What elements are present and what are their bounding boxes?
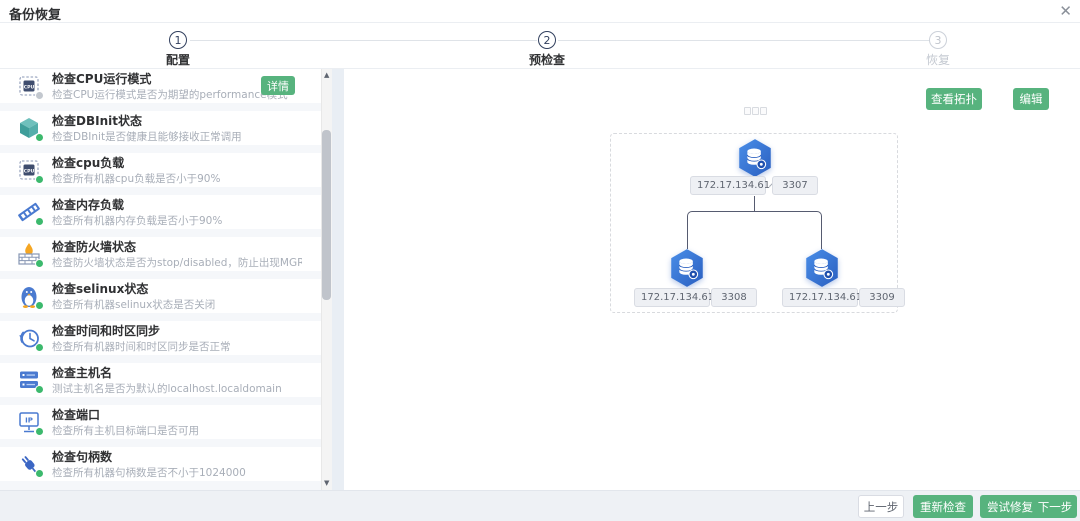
check-list: CPU 检查CPU运行模式 检查CPU运行模式是否为期望的performance…: [0, 69, 321, 490]
status-dot: [35, 301, 44, 310]
status-dot: [35, 217, 44, 226]
check-item-desc: 检查防火墙状态是否为stop/disabled，防止出现MGR内部通信问题: [52, 257, 302, 269]
step-3-label: 恢复: [925, 53, 950, 67]
status-dot: [35, 259, 44, 268]
scrollbar-thumb[interactable]: [322, 130, 331, 300]
check-item-title: 检查句柄数: [52, 450, 113, 464]
close-icon[interactable]: ✕: [1059, 2, 1072, 20]
check-item-selinux[interactable]: 检查selinux状态 检查所有机器selinux状态是否关闭: [0, 279, 321, 313]
svg-text:IP: IP: [25, 417, 33, 425]
check-item-memory-load[interactable]: 检查内存负载 检查所有机器内存负载是否小于90%: [0, 195, 321, 229]
check-item-cpu-load[interactable]: CPU 检查cpu负载 检查所有机器cpu负载是否小于90%: [0, 153, 321, 187]
step-2-label: 预检查: [528, 53, 565, 67]
scroll-up-icon[interactable]: ▲: [324, 71, 330, 79]
step-1-label: 配置: [165, 53, 190, 67]
check-item-title: 检查时间和时区同步: [52, 324, 161, 338]
database-node-icon[interactable]: [669, 248, 705, 288]
edit-button[interactable]: 编辑: [1013, 88, 1049, 110]
status-dot: [35, 427, 44, 436]
node-ip-select[interactable]: 172.17.134.61: [782, 288, 866, 307]
node-ip-value: 172.17.134.61: [641, 292, 715, 303]
status-dot: [35, 91, 44, 100]
server-icon: [16, 367, 44, 394]
check-item-title: 检查selinux状态: [52, 282, 149, 296]
footer-bar: 上一步 重新检查 尝试修复 下一步: [0, 490, 1080, 521]
node-ip-select[interactable]: 172.17.134.61: [634, 288, 718, 307]
time-sync-icon: [16, 325, 44, 352]
prev-step-button[interactable]: 上一步: [858, 495, 904, 518]
check-item-title: 检查CPU运行模式: [52, 72, 152, 86]
topology-connector: [754, 196, 755, 211]
page-title: 备份恢复: [9, 8, 62, 23]
step-connector-2: [558, 40, 930, 41]
cube-icon: [16, 115, 44, 142]
check-item-desc: 检查所有主机目标端口是否可用: [52, 425, 199, 437]
plug-icon: [16, 451, 44, 478]
check-item-dbinit[interactable]: 检查DBInit状态 检查DBInit是否健康且能够接收正常调用: [0, 111, 321, 145]
node-ip-value: 172.17.134.61: [697, 180, 771, 191]
port-icon: IP: [16, 409, 44, 436]
check-item-title: 检查cpu负载: [52, 156, 125, 170]
check-item-desc: 检查DBInit是否健康且能够接收正常调用: [52, 131, 242, 143]
panel-divider: [332, 69, 344, 490]
node-port: 3309: [859, 288, 905, 307]
status-dot: [35, 469, 44, 478]
topology-connector: [687, 211, 755, 249]
topology-connector: [755, 211, 822, 249]
check-item-time-sync[interactable]: 检查时间和时区同步 检查所有机器时间和时区同步是否正常: [0, 321, 321, 355]
check-item-desc: 检查所有机器时间和时区同步是否正常: [52, 341, 231, 353]
cpu-icon: CPU: [16, 73, 44, 100]
firewall-icon: [16, 241, 44, 268]
node-ip-select[interactable]: 172.17.134.61: [690, 176, 774, 195]
check-item-title: 检查防火墙状态: [52, 240, 137, 254]
svg-text:CPU: CPU: [24, 168, 35, 174]
step-1-circle: 1: [169, 31, 187, 49]
step-2-circle: 2: [538, 31, 556, 49]
status-dot: [35, 343, 44, 352]
check-item-desc: 检查所有机器selinux状态是否关闭: [52, 299, 216, 311]
step-3-circle: 3: [929, 31, 947, 49]
check-item-hostname[interactable]: 检查主机名 测试主机名是否为默认的localhost.localdomain: [0, 363, 321, 397]
check-item-desc: 检查所有机器句柄数是否不小于1024000: [52, 467, 246, 479]
precheck-topology-panel: 查看拓扑 编辑 172.17.134.61 3307 172.17.134.61…: [344, 69, 1080, 490]
try-repair-button[interactable]: 尝试修复: [980, 495, 1040, 518]
check-item-title: 检查内存负载: [52, 198, 125, 212]
status-dot: [35, 133, 44, 142]
view-topology-button[interactable]: 查看拓扑: [926, 88, 982, 110]
check-item-desc: 检查CPU运行模式是否为期望的performance模式: [52, 89, 288, 101]
check-item-title: 检查端口: [52, 408, 101, 422]
stepper-divider: [0, 68, 1080, 69]
collapse-handle-icon[interactable]: [744, 107, 767, 115]
check-item-cpu-mode[interactable]: CPU 检查CPU运行模式 检查CPU运行模式是否为期望的performance…: [0, 69, 321, 103]
status-dot: [35, 385, 44, 394]
node-port: 3307: [772, 176, 818, 195]
check-item-desc: 检查所有机器内存负载是否小于90%: [52, 215, 223, 227]
recheck-button[interactable]: 重新检查: [913, 495, 973, 518]
cpu-icon: CPU: [16, 157, 44, 184]
check-item-desc: 检查所有机器cpu负载是否小于90%: [52, 173, 221, 185]
svg-text:CPU: CPU: [24, 84, 35, 90]
scroll-down-icon[interactable]: ▼: [324, 479, 330, 487]
linux-icon: [16, 283, 44, 310]
check-item-desc: 测试主机名是否为默认的localhost.localdomain: [52, 383, 282, 395]
status-dot: [35, 175, 44, 184]
header-divider: [0, 22, 1080, 23]
next-step-button[interactable]: 下一步: [1033, 495, 1077, 518]
check-item-port[interactable]: IP 检查端口 检查所有主机目标端口是否可用: [0, 405, 321, 439]
node-ip-value: 172.17.134.61: [789, 292, 863, 303]
database-node-icon[interactable]: [804, 248, 840, 288]
node-port: 3308: [711, 288, 757, 307]
step-connector-1: [190, 40, 537, 41]
check-item-firewall[interactable]: 检查防火墙状态 检查防火墙状态是否为stop/disabled，防止出现MGR内…: [0, 237, 321, 271]
check-item-title: 检查主机名: [52, 366, 113, 380]
memory-icon: [16, 199, 44, 226]
check-item-title: 检查DBInit状态: [52, 114, 142, 128]
check-item-handles[interactable]: 检查句柄数 检查所有机器句柄数是否不小于1024000: [0, 447, 321, 481]
database-node-icon[interactable]: [737, 138, 773, 178]
detail-button[interactable]: 详情: [261, 76, 295, 95]
